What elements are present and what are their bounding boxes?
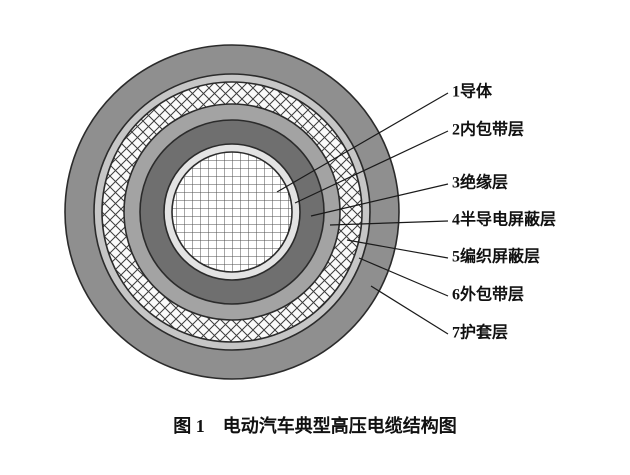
label-conductor: 1导体 [452,82,493,101]
label-insulation: 3绝缘层 [452,173,508,192]
leader-line-outer-tape [358,257,449,297]
leader-line-semiconductive-shield [329,220,449,226]
figure-caption: 图 1 电动汽车典型高压电缆结构图 [173,415,457,436]
label-braided-shield: 5编织屏蔽层 [452,247,540,266]
leader-line-inner-tape [294,130,449,204]
leader-line-sheath [370,285,449,335]
label-semiconductive-shield: 4半导电屏蔽层 [452,210,556,229]
leader-line-braided-shield [346,239,449,259]
leader-lines [276,92,449,335]
label-outer-tape: 6外包带层 [452,285,524,304]
label-inner-tape: 2内包带层 [452,120,524,139]
leader-line-insulation [310,183,449,217]
layer-1-conductor [171,151,293,273]
leader-line-conductor [276,92,449,193]
label-sheath: 7护套层 [452,323,508,342]
